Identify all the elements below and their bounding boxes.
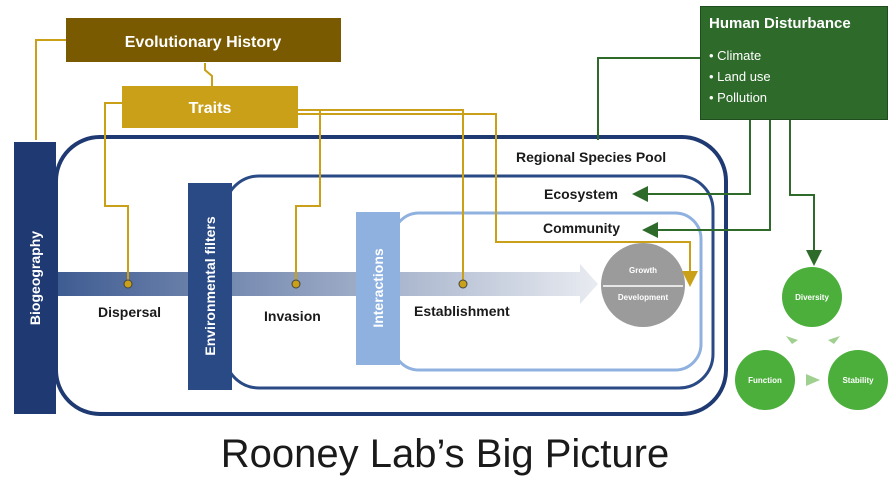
interactions-label: Interactions: [370, 248, 386, 328]
development-label: Development: [618, 293, 669, 302]
environmental-filters-label: Environmental filters: [202, 216, 218, 355]
human-disturbance-item: Pollution: [709, 87, 771, 108]
diversity-circle: [782, 267, 842, 327]
interactions-bar: [356, 212, 400, 365]
invasion-label: Invasion: [264, 308, 321, 324]
function-label: Function: [748, 376, 782, 385]
diversity-label: Diversity: [795, 293, 829, 302]
regional-species-pool-label: Regional Species Pool: [516, 149, 666, 165]
traits-box: [122, 86, 298, 128]
environmental-filters-bar: [188, 183, 232, 390]
dispersal-label: Dispersal: [98, 304, 161, 320]
function-circle: [735, 350, 795, 410]
evolutionary-history-box: [66, 18, 341, 62]
establishment-label: Establishment: [414, 303, 510, 319]
stability-circle: [828, 350, 888, 410]
growth-label: Growth: [629, 266, 657, 275]
evolutionary-history-label: Evolutionary History: [125, 34, 282, 51]
human-disturbance-item: Climate: [709, 45, 771, 66]
establishment-node: [458, 279, 468, 289]
human-disturbance-list: Climate Land use Pollution: [709, 45, 771, 108]
invasion-node: [291, 279, 301, 289]
human-disturbance-item: Land use: [709, 66, 771, 87]
traits-label: Traits: [189, 100, 232, 117]
disturbance-connectors: [597, 57, 822, 266]
community-label: Community: [543, 220, 620, 236]
dispersal-node: [123, 279, 133, 289]
ecosystem-label: Ecosystem: [544, 186, 618, 202]
stability-label: Stability: [842, 376, 874, 385]
human-disturbance-title: Human Disturbance: [709, 15, 851, 32]
process-arrow: [58, 264, 598, 304]
biogeography-label: Biogeography: [27, 231, 43, 325]
biogeography-bar: [14, 142, 56, 414]
trait-connectors: [35, 39, 698, 287]
human-disturbance-box: Human Disturbance Climate Land use Pollu…: [700, 6, 888, 120]
growth-development-circle: [601, 243, 685, 327]
page-title: Rooney Lab’s Big Picture: [220, 432, 670, 476]
cycle-arrows: [786, 336, 840, 386]
